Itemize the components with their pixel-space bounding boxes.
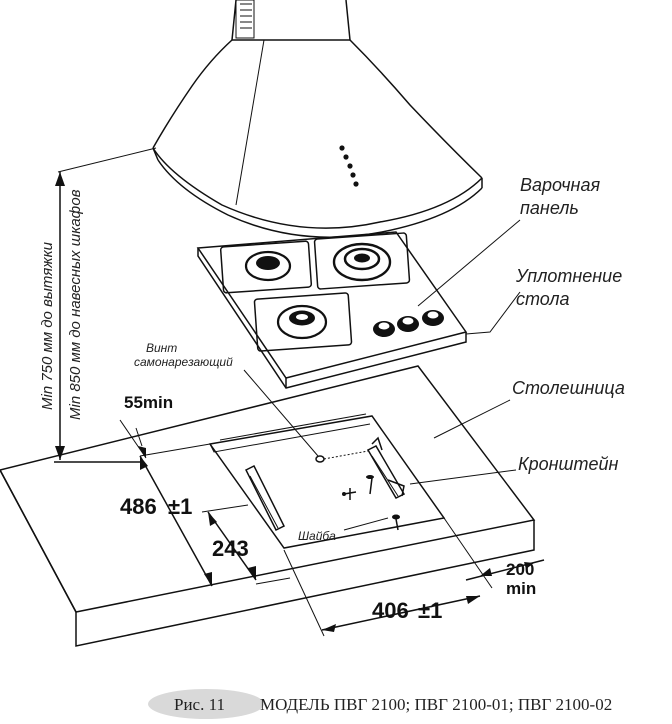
hob-label: Варочная (520, 175, 600, 195)
leader-lines (243, 219, 521, 531)
bracket-left (244, 464, 286, 532)
hob-label-2: панель (520, 198, 579, 218)
bracket-label: Кронштейн (518, 454, 618, 474)
rear-min-dimension (465, 559, 545, 581)
washer-label: Шайба (298, 529, 336, 543)
control-knob (422, 310, 444, 326)
seal-label: Уплотнение (515, 266, 622, 286)
control-knob (373, 321, 395, 337)
seal-label-2: стола (516, 289, 570, 309)
figure-caption: Рис. 11 МОДЕЛЬ ПВГ 2100; ПВГ 2100-01; ПВ… (148, 689, 612, 719)
burner-rear-left (219, 240, 313, 294)
bracket-spacing-dimension (201, 504, 291, 585)
hood-button (339, 145, 345, 151)
cabinet-height-label: Min 850 мм до навесных шкафов (67, 189, 84, 420)
screw-small (342, 488, 357, 500)
svg-text:±1: ±1 (418, 598, 442, 623)
svg-text:406: 406 (372, 598, 409, 623)
hood-button (343, 154, 349, 160)
burner-rear-right (313, 232, 411, 290)
edge-min-value: 55min (124, 393, 173, 412)
width-value: 406 ±1 (372, 598, 442, 623)
burner-front (253, 292, 353, 352)
screw (315, 450, 369, 463)
depth-value: 486 ±1 (120, 494, 192, 519)
bracket-right (366, 436, 406, 499)
range-hood (152, 0, 483, 238)
rear-min-unit: min (506, 579, 536, 598)
bracket-spacing-value: 243 (212, 536, 249, 561)
screw-vertical (366, 475, 374, 495)
model-list: МОДЕЛЬ ПВГ 2100; ПВГ 2100-01; ПВГ 2100-0… (260, 695, 612, 714)
hood-button (347, 163, 353, 169)
washer (392, 514, 400, 531)
svg-text:486: 486 (120, 494, 157, 519)
control-knob (397, 316, 419, 332)
depth-dimension (139, 443, 213, 587)
height-dimension (54, 147, 157, 463)
width-dimension (283, 517, 493, 637)
hob (196, 231, 468, 389)
screw-label: Винт (146, 341, 177, 355)
screw-label-2: самонарезающий (134, 355, 233, 369)
figure-number: Рис. 11 (174, 695, 225, 714)
hood-button (353, 181, 359, 187)
hood-button (350, 172, 356, 178)
caption-badge (148, 689, 264, 719)
svg-text:±1: ±1 (168, 494, 192, 519)
countertop-label: Столешница (512, 378, 625, 398)
rear-min-value: 200 (506, 560, 534, 579)
hood-height-label: Min 750 мм до вытяжки (39, 241, 56, 410)
